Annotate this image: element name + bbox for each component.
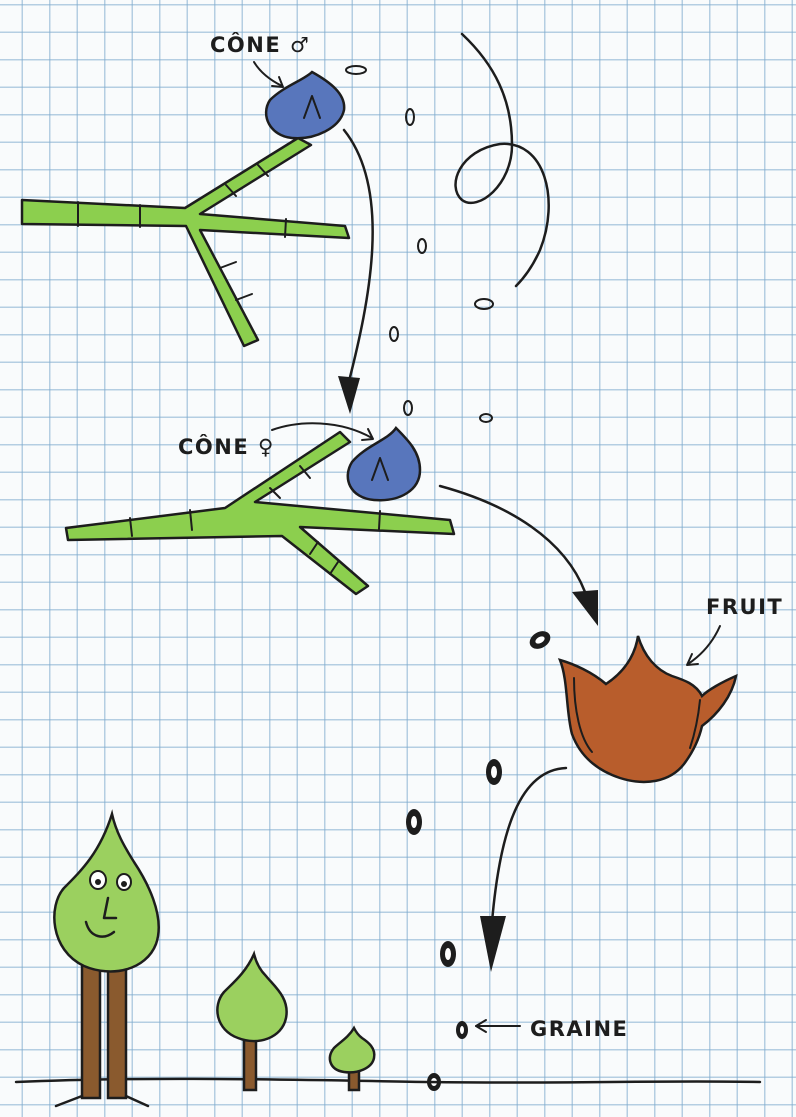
seed-icon bbox=[406, 809, 422, 835]
pollen-grain-icon bbox=[346, 66, 366, 74]
arrow-female-to-fruit bbox=[440, 486, 598, 626]
pollen-grain-icon bbox=[406, 109, 414, 125]
upper-branch bbox=[22, 138, 349, 346]
seed-icon bbox=[526, 628, 553, 653]
label-female-cone: CÔNE ♀ bbox=[178, 434, 275, 459]
arrow-male-to-female bbox=[338, 130, 373, 414]
label-pointer-male bbox=[254, 62, 283, 87]
female-cone bbox=[348, 428, 420, 500]
pollen-grain-icon bbox=[404, 401, 412, 415]
label-seed: GRAINE bbox=[530, 1017, 628, 1041]
smiling-tree-icon bbox=[54, 814, 158, 1106]
label-pointer-seed bbox=[476, 1020, 520, 1032]
label-pointer-fruit bbox=[687, 626, 720, 665]
seed-icon bbox=[456, 1021, 468, 1039]
sapling-icon bbox=[217, 954, 286, 1090]
fruit-icon bbox=[560, 636, 736, 782]
pollen-grain-icon bbox=[418, 239, 426, 253]
label-male-cone: CÔNE ♂ bbox=[210, 32, 310, 57]
label-pointer-female bbox=[272, 423, 373, 440]
label-fruit: FRUIT bbox=[706, 595, 783, 619]
pollen-grains bbox=[346, 66, 493, 422]
seed-icon bbox=[486, 759, 502, 785]
pollen-grain-icon bbox=[390, 327, 398, 341]
pollen-grain-icon bbox=[480, 414, 492, 422]
seed-icon bbox=[440, 941, 456, 967]
arrow-fruit-to-seed bbox=[480, 768, 566, 972]
ground-line bbox=[16, 1079, 760, 1083]
wind-swirl bbox=[456, 34, 549, 286]
male-cone bbox=[266, 72, 344, 138]
pollen-grain-icon bbox=[475, 299, 493, 309]
